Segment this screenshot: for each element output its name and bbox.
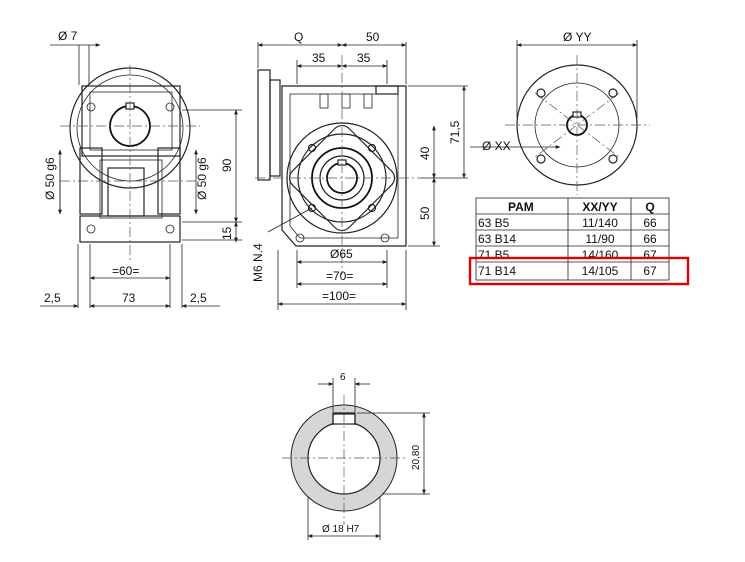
flange-dia-xx: Ø XX bbox=[482, 139, 511, 153]
table-row-highlight bbox=[468, 256, 690, 286]
front-width-70: =70= bbox=[326, 269, 353, 283]
side-width-73: 73 bbox=[122, 291, 136, 305]
front-dim-40: 40 bbox=[418, 146, 432, 160]
table-cell: 63 B14 bbox=[478, 232, 516, 246]
side-shaft-dia-left: Ø 50 g6 bbox=[43, 157, 57, 200]
table-cell: 71 B14 bbox=[478, 264, 516, 278]
table-cell: 11/140 bbox=[582, 216, 618, 230]
side-shaft-dia-right: Ø 50 g6 bbox=[195, 157, 209, 200]
front-dim-35-left: 35 bbox=[312, 51, 326, 65]
front-dim-50-top: 50 bbox=[366, 30, 380, 44]
front-dim-71-5: 71,5 bbox=[448, 120, 462, 144]
table-cell: 67 bbox=[643, 264, 657, 278]
front-width-100: =100= bbox=[322, 289, 356, 303]
bore-key-height: 20,80 bbox=[411, 445, 422, 470]
side-height-90: 90 bbox=[220, 158, 234, 172]
pam-table: PAM XX/YY Q 63 B5 11/140 66 63 B14 11/90 66 71 B5… bbox=[468, 197, 690, 286]
bore-section: 6 20,80 Ø 18 H7 bbox=[282, 372, 430, 540]
side-width-60: =60= bbox=[112, 264, 139, 278]
side-base-15: 15 bbox=[220, 226, 234, 240]
table-header-pam: PAM bbox=[508, 200, 534, 214]
side-offset-right: 2,5 bbox=[190, 291, 207, 305]
table-cell: 71 B5 bbox=[478, 248, 510, 262]
table-cell: 14/160 bbox=[582, 248, 619, 262]
bore-dia: Ø 18 H7 bbox=[322, 524, 360, 535]
table-header-q: Q bbox=[645, 200, 654, 214]
front-dim-50-vert: 50 bbox=[418, 206, 432, 220]
side-view: Ø 7 Ø 50 g6 Ø 50 g6 90 15 =60= 2,5 73 2,… bbox=[40, 29, 242, 308]
flange-view: Ø YY Ø XX bbox=[470, 30, 650, 195]
table-cell: 66 bbox=[643, 216, 657, 230]
front-q-dim: Q bbox=[294, 30, 303, 44]
front-bolt-note: M6 N.4 bbox=[251, 243, 265, 282]
flange-dia-yy: Ø YY bbox=[563, 30, 591, 44]
table-header-xx-yy: XX/YY bbox=[582, 200, 617, 214]
front-dim-35-right: 35 bbox=[357, 51, 371, 65]
front-flange-dia: Ø65 bbox=[330, 247, 353, 261]
side-dia-7: Ø 7 bbox=[58, 29, 78, 43]
bore-key-width: 6 bbox=[340, 372, 346, 383]
table-cell: 67 bbox=[643, 248, 657, 262]
front-view: Q 50 35 35 71,5 40 50 M6 N.4 Ø65 =70= =1… bbox=[251, 30, 468, 310]
table-cell: 63 B5 bbox=[478, 216, 510, 230]
table-cell: 11/90 bbox=[585, 232, 614, 246]
table-cell: 66 bbox=[643, 232, 657, 246]
table-cell: 14/105 bbox=[582, 264, 619, 278]
side-offset-left: 2,5 bbox=[44, 291, 61, 305]
